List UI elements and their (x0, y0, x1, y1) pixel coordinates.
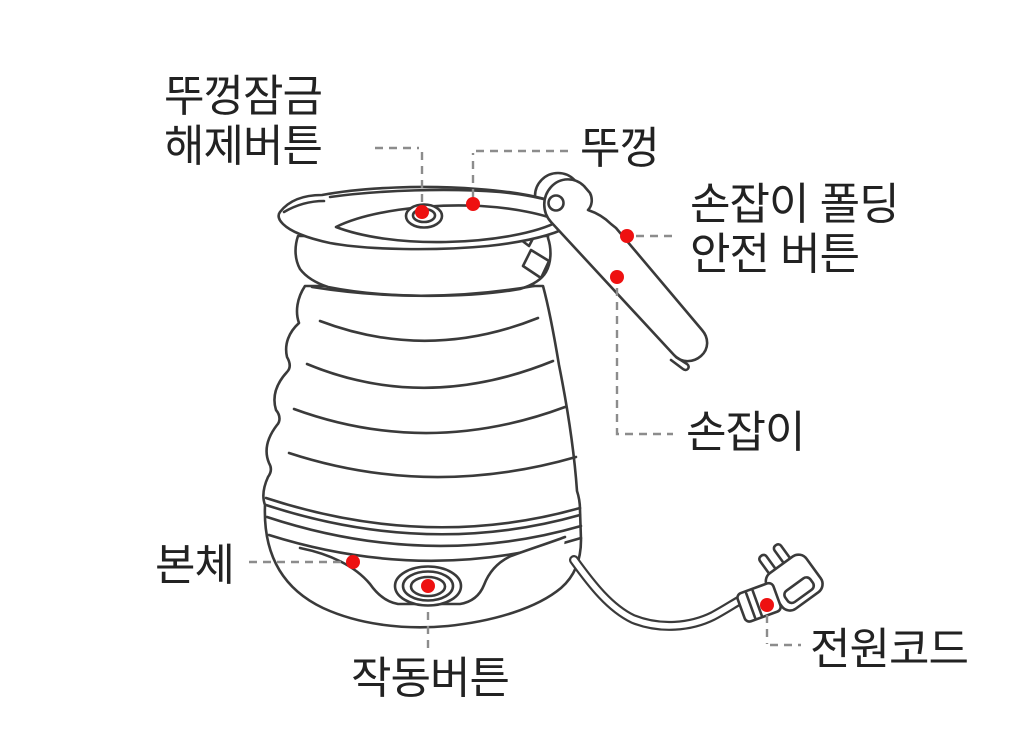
power-button-ring-mid (401, 570, 455, 602)
lid-inner-rim (282, 199, 326, 214)
fold-line (318, 316, 540, 343)
cord-connector (736, 581, 782, 623)
marker-dot-lid-lock-release (415, 205, 429, 219)
label-handle: 손잡이 (686, 408, 805, 457)
control-panel-edge (298, 535, 567, 606)
handle-tip-nub (669, 355, 690, 372)
fold-line (287, 451, 578, 479)
label-handle-fold-safety-line1: 손잡이 폴딩 (690, 180, 900, 229)
label-handle-fold-safety-line2: 안전 버튼 (690, 230, 860, 279)
label-lid-lock-release-button: 뚜껑잠금 해제버튼 (164, 72, 323, 172)
cord-connector-sleeve (736, 581, 782, 623)
fold-line (305, 359, 555, 390)
plug-face (783, 576, 816, 605)
leader-power-cord (765, 615, 801, 647)
fold-line (292, 405, 567, 435)
leader-lid-lock-release (375, 146, 424, 203)
leader-lines (249, 146, 801, 651)
power-button-ring-inner (409, 575, 447, 598)
control-panel (292, 537, 565, 624)
marker-dot-lid (466, 197, 480, 211)
marker-dot-body (346, 555, 360, 569)
marker-dot-power-cord (760, 598, 774, 612)
marker-dot-power-button (421, 579, 435, 593)
label-power-button: 작동버튼 (351, 654, 510, 703)
marker-dot-handle (610, 270, 624, 284)
handle-hinge-bracket (521, 248, 551, 280)
label-lid-lock-release-line2: 해제버튼 (164, 122, 323, 171)
label-lid: 뚜껑 (580, 124, 660, 173)
label-lid-lock-release-line1: 뚜껑잠금 (164, 72, 323, 121)
label-power-cord: 전원코드 (810, 625, 969, 674)
label-body: 본체 (155, 541, 235, 590)
leader-handle (615, 288, 673, 436)
leader-lid (471, 149, 568, 197)
marker-dots (346, 197, 774, 612)
power-cord-line-core (571, 557, 751, 629)
marker-dot-handle-fold-safety (620, 229, 634, 243)
cord-connector-ridge (744, 589, 764, 619)
base-band-line (265, 515, 583, 548)
handle-bar (542, 178, 709, 363)
base-band-line (264, 503, 582, 536)
collar-lip-line (310, 284, 536, 298)
handle-hinge-hole (547, 194, 565, 212)
label-handle-fold-safety-button: 손잡이 폴딩 안전 버튼 (690, 180, 900, 280)
base-band-line (264, 496, 582, 529)
